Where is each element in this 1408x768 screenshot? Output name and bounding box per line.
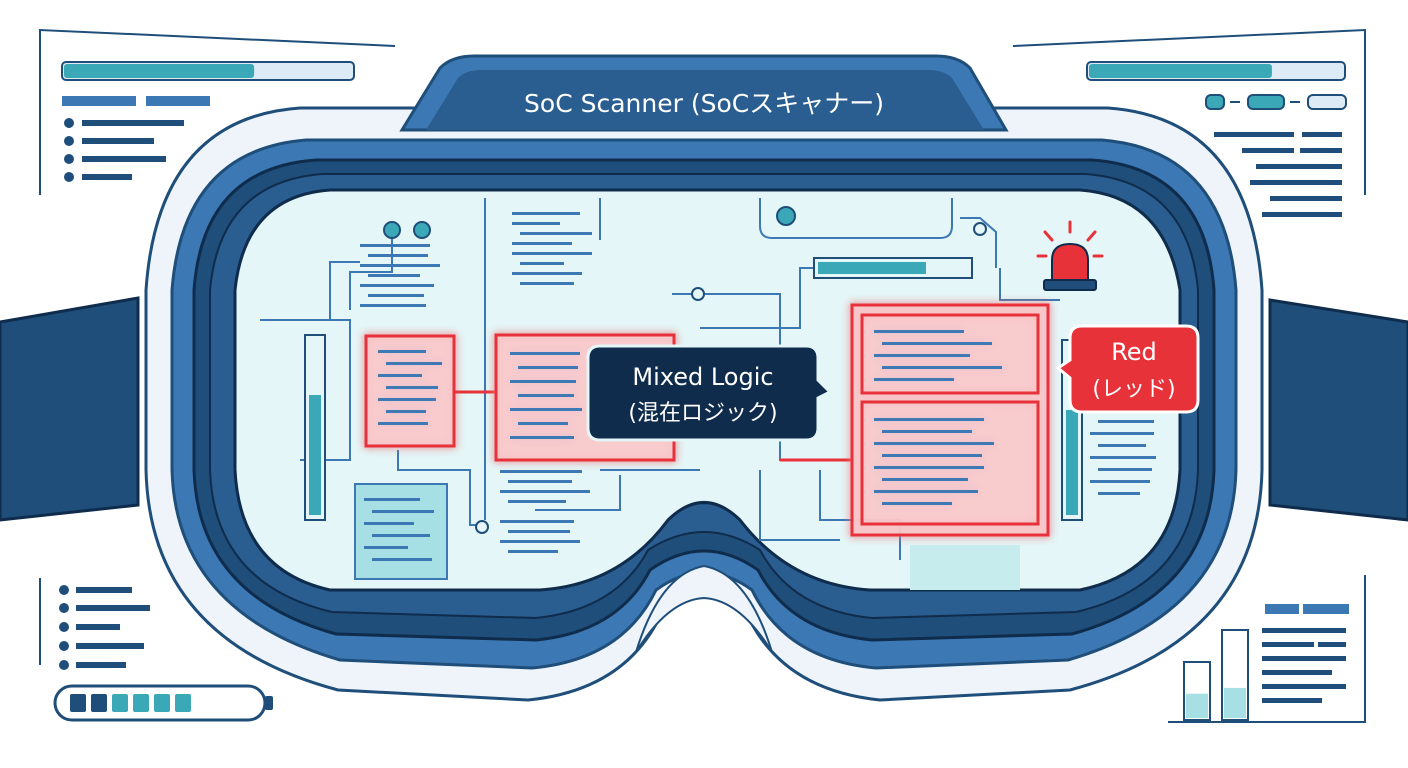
- progress-fill: [64, 64, 255, 78]
- progress-fill: [1089, 64, 1272, 78]
- callout-mixed-line2: (混在ロジック): [628, 401, 777, 426]
- headset-strap-left: [0, 296, 140, 522]
- callout-red: Red (レッド): [1055, 324, 1200, 414]
- callout-red-line1: Red: [1111, 338, 1157, 366]
- vertical-gauge-left: [304, 334, 326, 521]
- circuit-nodes: [383, 206, 987, 534]
- battery-cell: [91, 694, 107, 712]
- battery-gauge: [53, 684, 273, 722]
- battery-cell: [112, 694, 128, 712]
- red-region-left: [364, 334, 456, 448]
- hud-top-left-bar: [61, 61, 355, 106]
- hud-bracket: [1012, 28, 1366, 195]
- hud-bottom-right: [1168, 575, 1366, 723]
- hud-top-left-list: [64, 118, 184, 182]
- hud-top-right-lines: [1214, 132, 1342, 217]
- headset-strap-right: [1268, 298, 1408, 522]
- hud-top-right-pills: [1205, 94, 1347, 110]
- text-line: [146, 96, 210, 106]
- callout-mixed-logic: Mixed Logic (混在ロジック): [586, 344, 833, 442]
- inner-meter: [813, 257, 973, 279]
- hud-top-left: [39, 28, 396, 195]
- data-panel: [354, 483, 1020, 590]
- text-line: [62, 96, 136, 106]
- level-bars: [1183, 629, 1249, 721]
- callout-red-line2: (レッド): [1092, 377, 1175, 402]
- hud-bracket: [39, 28, 396, 195]
- hud-top-right-bar: [1086, 61, 1346, 81]
- callout-mixed-line1: Mixed Logic: [632, 363, 773, 391]
- hud-top-right: [1012, 28, 1366, 195]
- hud-bottom-left: [39, 578, 273, 722]
- battery-cell: [154, 694, 170, 712]
- red-region-right: [850, 303, 1050, 537]
- battery-cell: [70, 694, 86, 712]
- red-siren-icon: [1036, 220, 1104, 291]
- battery-cell: [175, 694, 191, 712]
- battery-cell: [133, 694, 149, 712]
- header-cap: SoC Scanner (SoCスキャナー): [399, 54, 1009, 132]
- header-title: SoC Scanner (SoCスキャナー): [524, 89, 884, 118]
